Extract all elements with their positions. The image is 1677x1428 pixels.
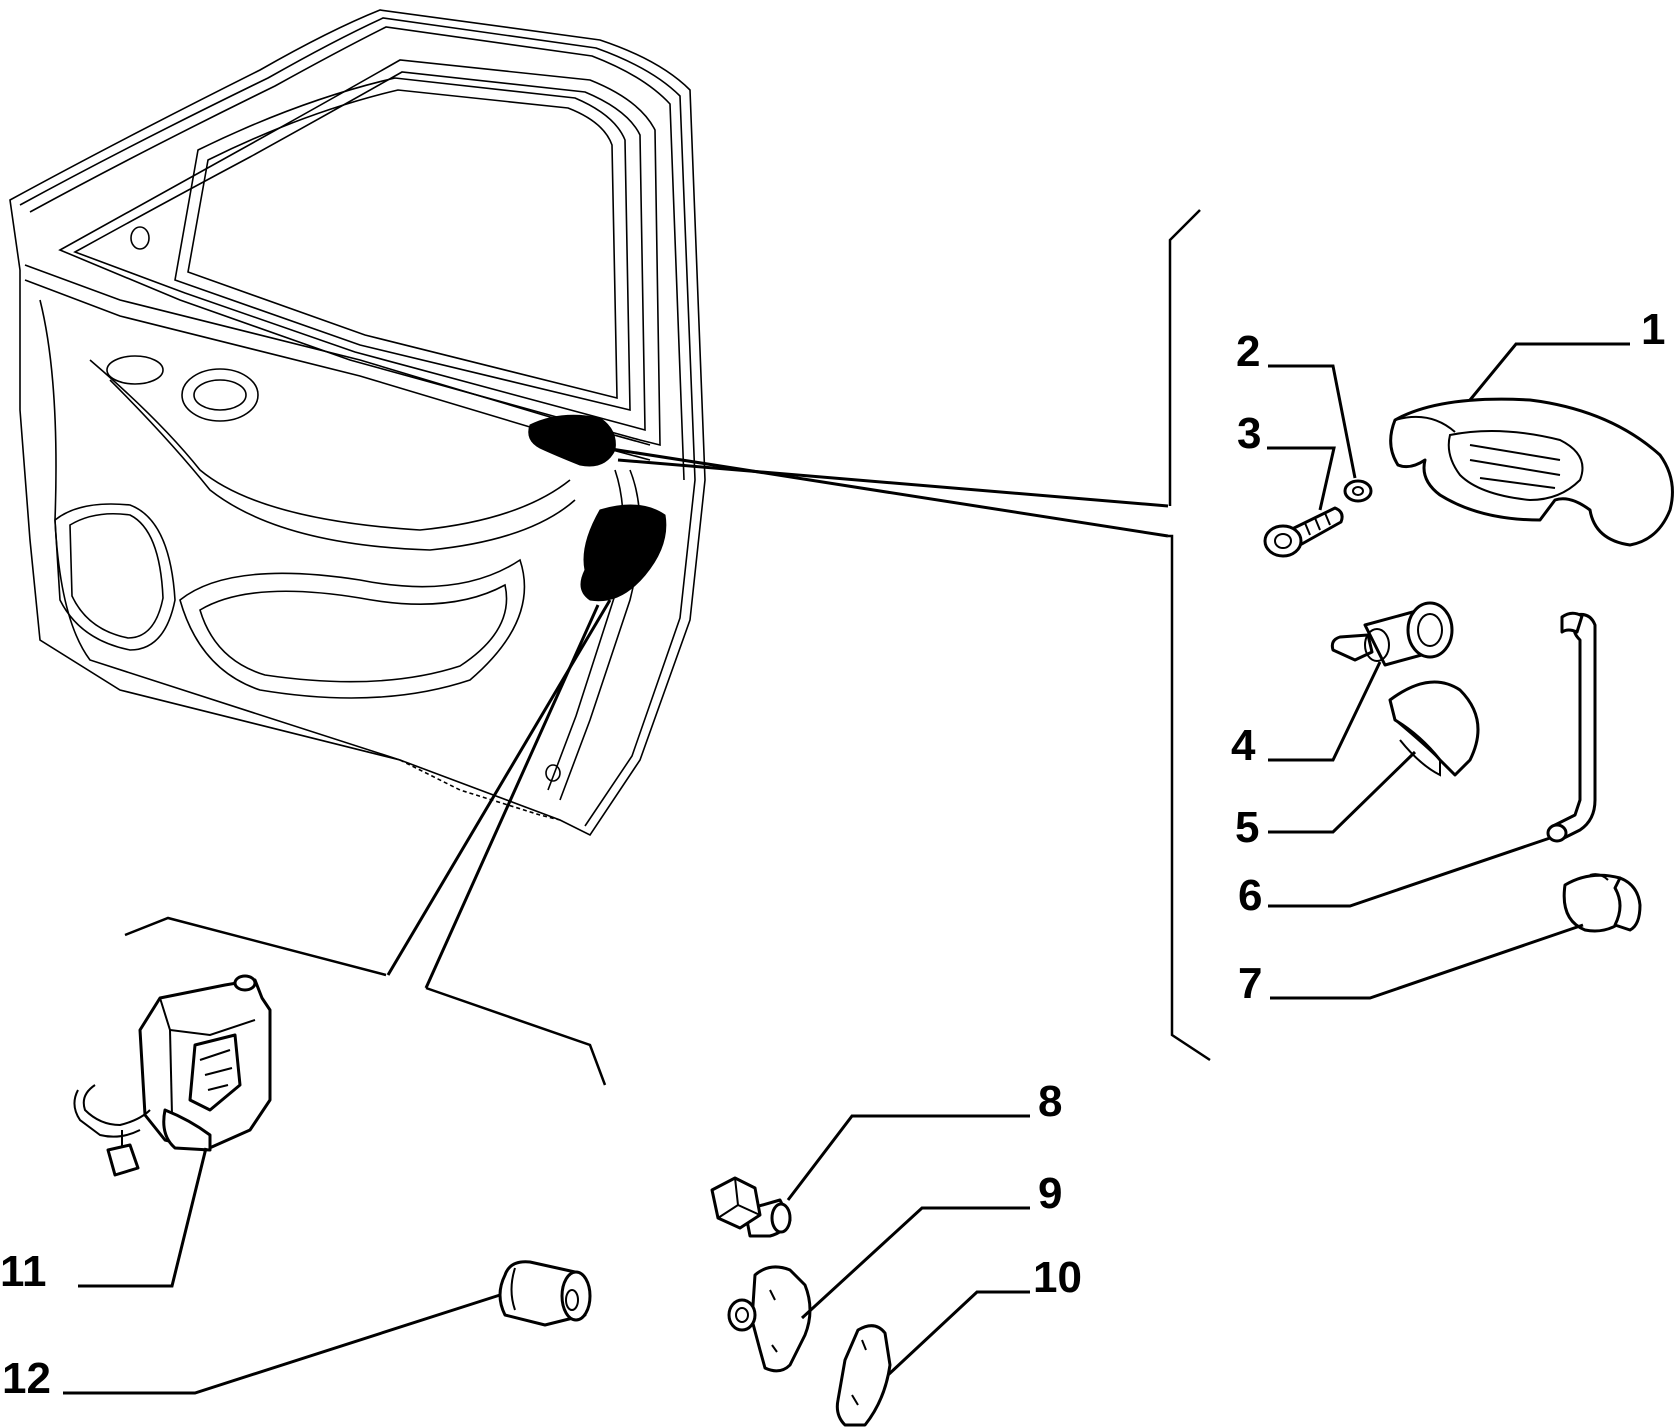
- leader-2: [1268, 364, 1357, 479]
- callout-leaders: [63, 342, 1630, 1395]
- door-highlight-regions: [528, 414, 667, 602]
- part-3-screw: [1263, 506, 1344, 558]
- leader-12: [63, 1293, 501, 1395]
- part-4-lock-cylinder: [1330, 601, 1454, 667]
- part-1-door-handle: [1389, 397, 1674, 547]
- leader-4: [1268, 661, 1382, 762]
- part-8-bolt: [710, 1176, 792, 1238]
- leader-5: [1268, 750, 1417, 834]
- callout-labels: 1 2 3 4 5 6 7 8 9 10 11 12: [0, 305, 1665, 1403]
- callout-7: 7: [1238, 959, 1262, 1008]
- leader-8: [786, 1114, 1030, 1201]
- part-9-striker-plate: [727, 1265, 812, 1373]
- callout-3: 3: [1237, 409, 1261, 458]
- callout-4: 4: [1231, 721, 1256, 770]
- part-5-bracket-plate: [1388, 680, 1480, 777]
- leader-7: [1270, 923, 1584, 1000]
- leader-9: [800, 1206, 1030, 1320]
- part-11-door-latch: [73, 974, 272, 1177]
- leader-3: [1267, 446, 1336, 511]
- callout-1: 1: [1641, 305, 1665, 354]
- callout-12: 12: [2, 1354, 51, 1403]
- bottom-group-bracket: [124, 916, 607, 1086]
- part-12-spacer-bushing: [498, 1260, 592, 1327]
- part-6-link-rod: [1546, 611, 1597, 843]
- part-7-clip: [1562, 873, 1642, 933]
- door-to-group-leaders: [386, 446, 1169, 989]
- leader-11: [78, 1147, 208, 1288]
- part-2-washer: [1343, 479, 1373, 503]
- callout-8: 8: [1038, 1077, 1062, 1126]
- callout-2: 2: [1236, 327, 1260, 376]
- leader-1: [1468, 342, 1630, 401]
- callout-9: 9: [1038, 1169, 1062, 1218]
- leader-10: [886, 1290, 1030, 1377]
- callout-6: 6: [1238, 871, 1262, 920]
- leader-6: [1268, 836, 1551, 908]
- callout-10: 10: [1033, 1253, 1082, 1302]
- right-group-bracket: [1168, 209, 1211, 1062]
- part-10-shim-plate: [835, 1324, 892, 1427]
- callout-5: 5: [1235, 803, 1259, 852]
- callout-11: 11: [0, 1247, 47, 1296]
